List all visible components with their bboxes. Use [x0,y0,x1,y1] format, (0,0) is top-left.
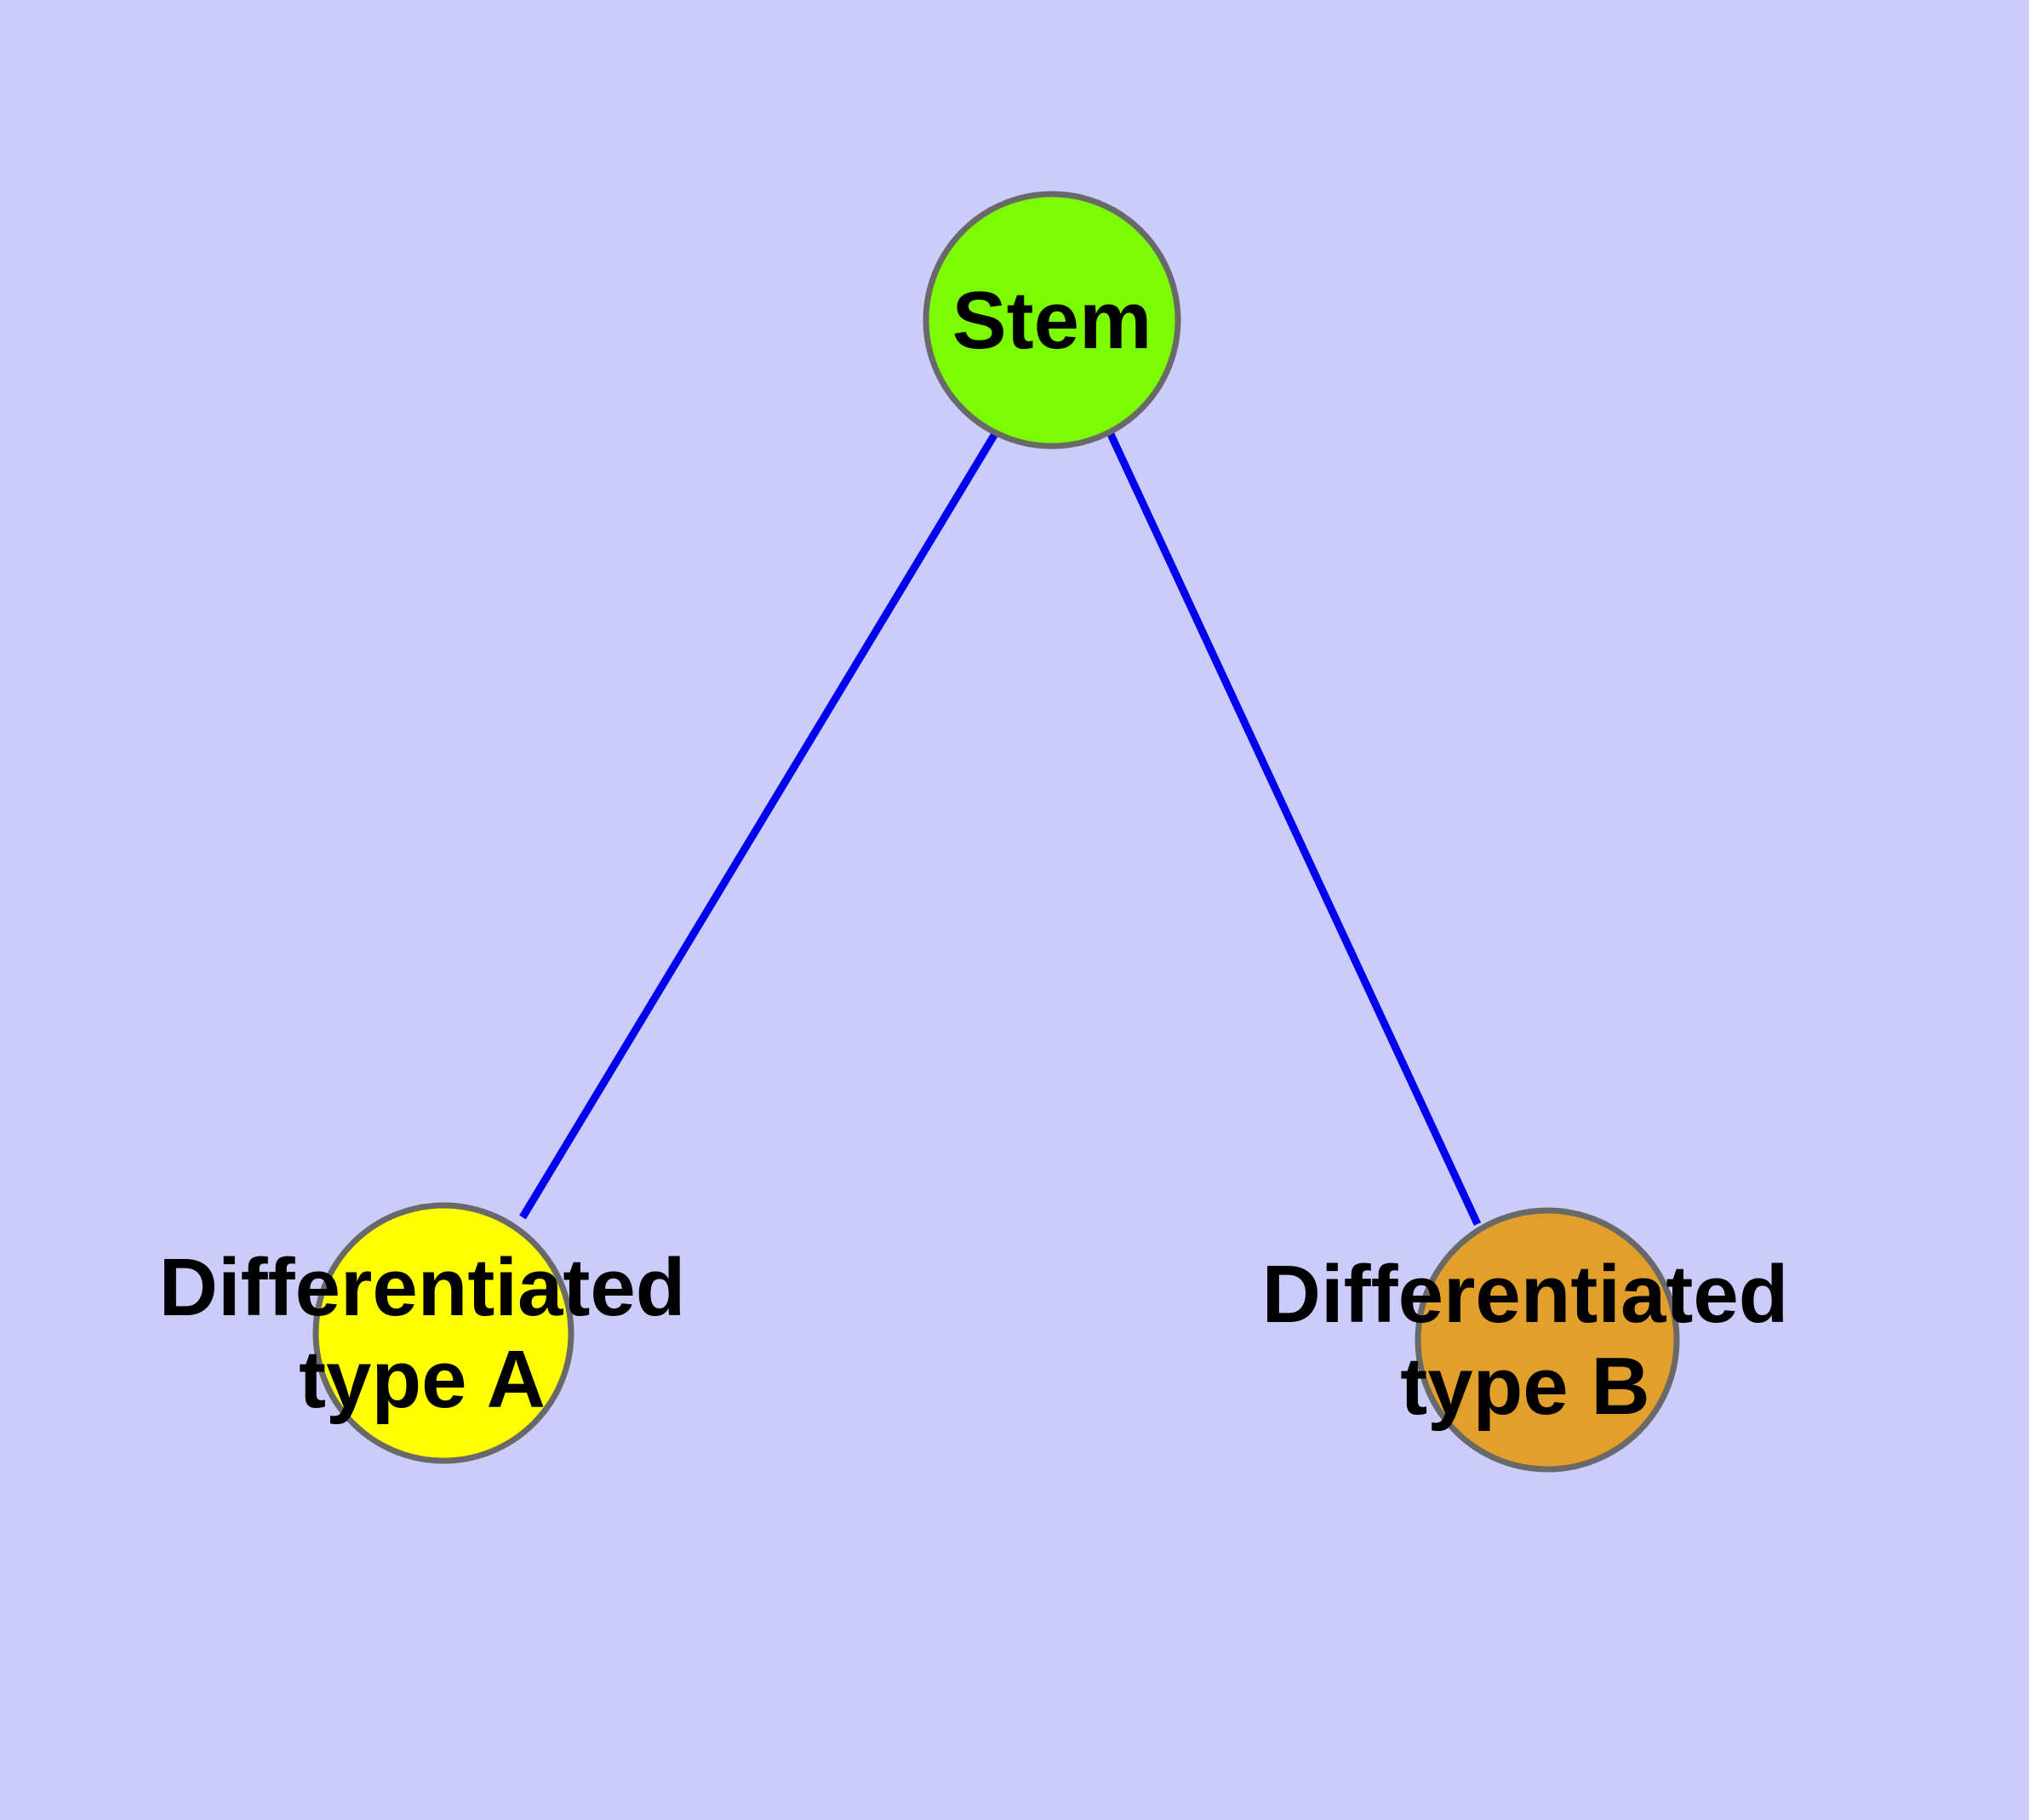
node-label-line: Differentiated [1262,1249,1789,1340]
node-circle-diff_b[interactable] [1415,1207,1680,1473]
node-label-line: Stem [952,275,1152,366]
graph-node-stem[interactable]: Stem [923,191,1181,449]
graph-edge[interactable] [519,430,999,1220]
node-label-stem: Stem [952,275,1152,366]
node-circle-diff_a[interactable] [312,1202,574,1464]
node-circle-stem[interactable] [923,191,1181,449]
graph-edge[interactable] [1106,432,1482,1226]
node-label-line: Differentiated [159,1242,686,1333]
node-label-line: type A [299,1334,546,1425]
node-label-line: type B [1400,1341,1649,1432]
edge-layer [519,430,1482,1226]
